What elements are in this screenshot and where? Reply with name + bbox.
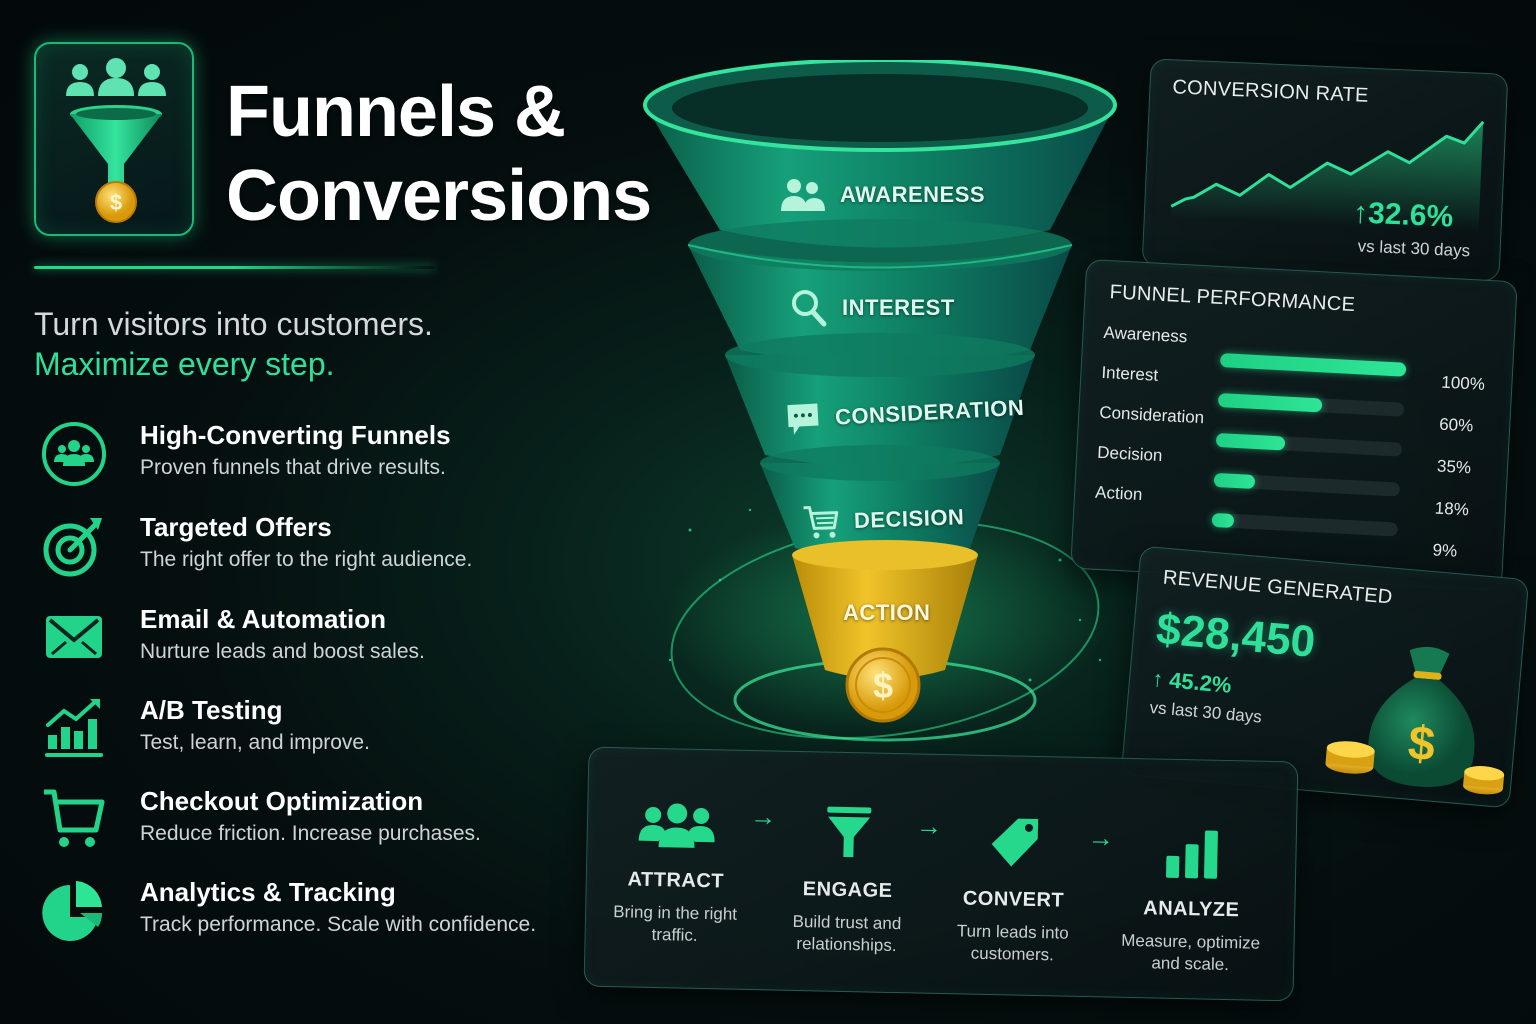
process-step-analyze: ANALYZE Measure, optimize and scale. [1115, 815, 1268, 977]
feature-email-automation: Email & Automation Nurture leads and boo… [40, 604, 580, 684]
svg-text:$: $ [1406, 717, 1438, 772]
funnel-with-people-and-coin-icon: $ [66, 58, 166, 223]
pct-action: 9% [1432, 540, 1458, 561]
feature-targeted-offers: Targeted Offers The right offer to the r… [40, 512, 580, 592]
pct-decision: 18% [1434, 498, 1470, 520]
pct-consideration: 35% [1436, 456, 1472, 478]
logo-badge: $ [34, 42, 194, 236]
funnel-stage-interest: INTEREST [790, 288, 955, 328]
shopping-cart-icon [44, 789, 105, 847]
funnel-icon [827, 806, 872, 858]
feature-high-converting-funnels: High-Converting Funnels Proven funnels t… [40, 420, 580, 500]
funnel-stage-action: ACTION [843, 600, 931, 625]
conversion-rate-card: CONVERSION RATE ↑32.6% vs last 30 days [1141, 58, 1509, 282]
arrow-right-icon: → [1087, 822, 1115, 853]
users-icon [781, 179, 825, 211]
funnel-stage-awareness: AWARENESS [778, 177, 985, 213]
process-step-convert: CONVERT Turn leads into customers. [937, 805, 1090, 967]
revenue-comparison: vs last 30 days [1148, 697, 1263, 727]
funnel-shape: $ [643, 60, 1117, 742]
tagline-accent: Maximize every step. [34, 346, 335, 382]
title-divider [34, 266, 434, 269]
feature-analytics-tracking: Analytics & Tracking Track performance. … [40, 877, 580, 957]
revenue-card: REVENUE GENERATED $28,450 ↑ 45.2% vs las… [1120, 545, 1530, 809]
svg-text:$: $ [873, 665, 893, 706]
pct-interest: 60% [1438, 414, 1474, 436]
pie-chart-icon [42, 881, 103, 941]
users-icon [638, 803, 715, 848]
funnel-stage-consideration: CONSIDERATION [784, 390, 1025, 438]
dollar-coin-icon [845, 647, 921, 723]
revenue-title: REVENUE GENERATED [1162, 566, 1394, 609]
feature-checkout-optimization: Checkout Optimization Reduce friction. I… [40, 786, 580, 866]
money-bag-icon: $ [1325, 646, 1505, 795]
arrow-right-icon: → [749, 800, 777, 832]
funnel-performance-title: FUNNEL PERFORMANCE [1109, 281, 1356, 317]
bar-chart-trend-icon [45, 699, 103, 757]
tagline-primary: Turn visitors into customers. [34, 306, 433, 342]
arrow-right-icon: → [915, 810, 943, 842]
price-tag-icon [991, 818, 1039, 867]
process-steps-panel: ATTRACT Bring in the right traffic. → EN… [583, 746, 1299, 1002]
search-icon [792, 290, 827, 327]
revenue-change: ↑ 45.2% [1151, 665, 1233, 698]
revenue-amount: $28,450 [1154, 604, 1318, 667]
funnel-performance-card: FUNNEL PERFORMANCE Awareness Interest Co… [1070, 258, 1518, 592]
conversion-line-chart [1170, 120, 1485, 232]
process-step-attract: ATTRACT Bring in the right traffic. [599, 786, 752, 948]
arrow-up-icon: ↑ [1352, 196, 1369, 230]
funnel-stage-decision: DECISION [801, 499, 965, 541]
target-arrow-icon [43, 518, 102, 577]
process-step-engage: ENGAGE Build trust and relationships. [771, 795, 924, 957]
users-circle-icon [42, 422, 106, 486]
envelope-icon [46, 616, 102, 658]
feature-ab-testing: A/B Testing Test, learn, and improve. [40, 695, 580, 775]
funnel-graphic: $ AWARENESS INTEREST CONSIDERATION DECIS… [600, 60, 1160, 780]
chat-bubble-icon [787, 403, 819, 435]
page-title: Funnels & Conversions [226, 72, 652, 236]
shopping-cart-icon [803, 506, 839, 539]
conversion-rate-change: ↑32.6% [1352, 196, 1454, 234]
conversion-rate-comparison: vs last 30 days [1357, 236, 1471, 261]
svg-text:$: $ [110, 190, 122, 215]
pct-awareness: 100% [1440, 372, 1486, 394]
bar-chart-icon [1166, 830, 1218, 879]
arrow-up-icon: ↑ [1151, 665, 1165, 692]
